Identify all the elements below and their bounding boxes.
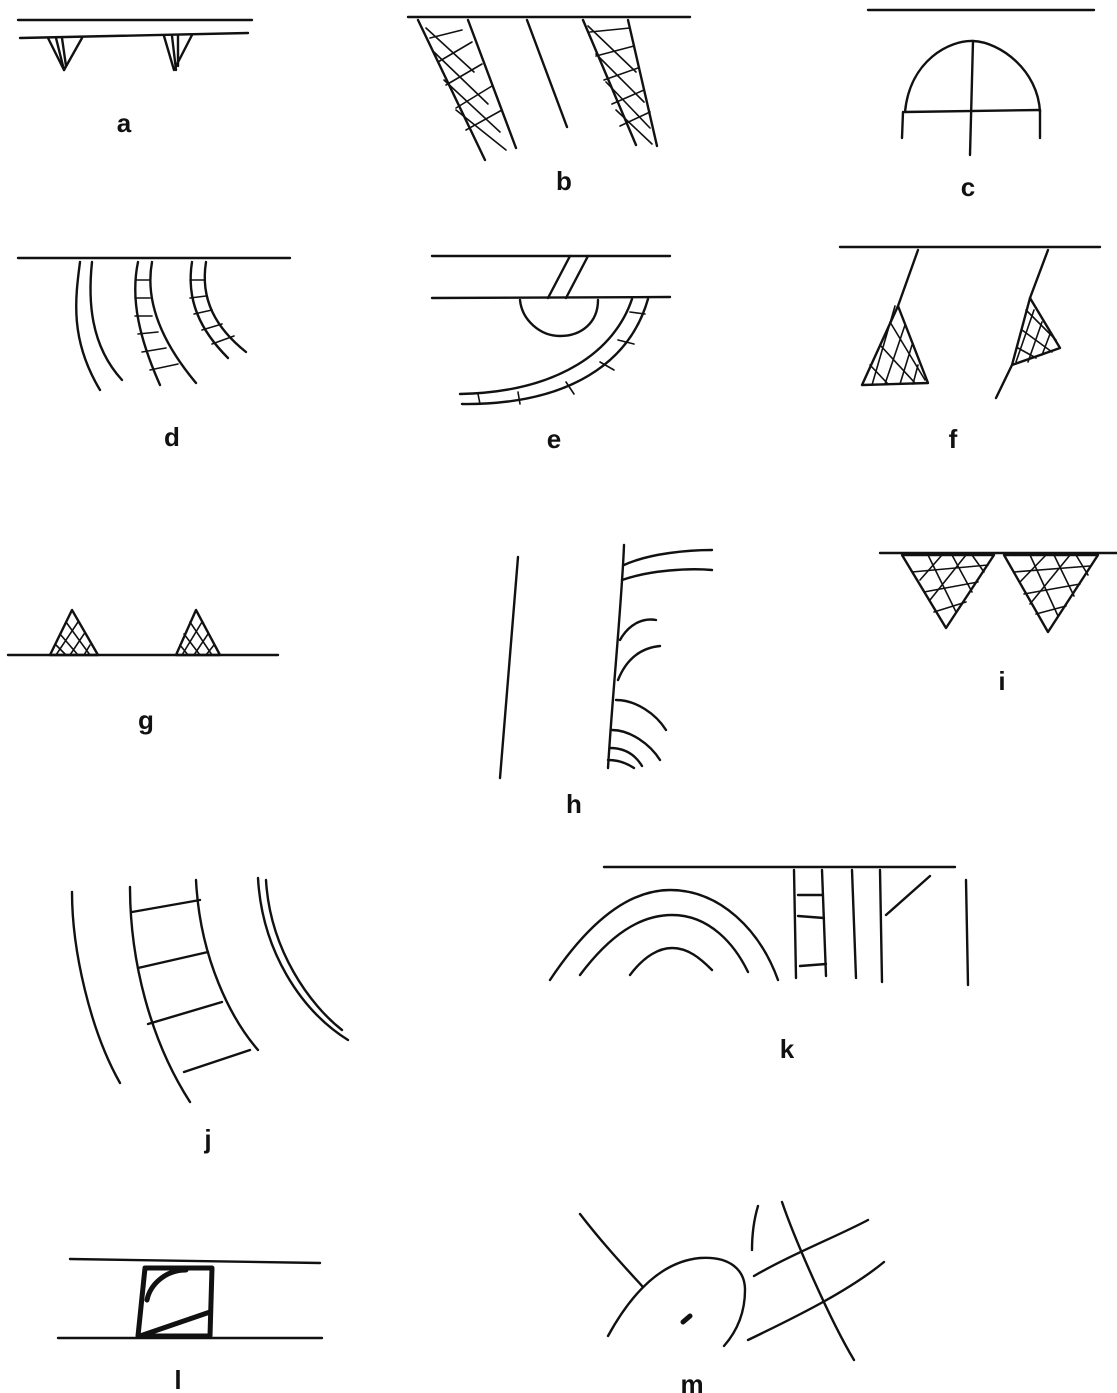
panel-c: c bbox=[868, 10, 1094, 202]
panel-e: e bbox=[432, 256, 670, 454]
panel-h-label: h bbox=[566, 789, 582, 819]
panel-a-drawing bbox=[18, 20, 252, 70]
panel-c-label: c bbox=[961, 172, 975, 202]
panel-b-drawing bbox=[408, 17, 690, 160]
panel-b: b bbox=[408, 17, 690, 196]
panel-g: g bbox=[8, 610, 278, 735]
panel-g-label: g bbox=[138, 705, 154, 735]
panel-f: f bbox=[840, 247, 1100, 454]
panel-e-drawing bbox=[432, 256, 670, 404]
panel-m-label: m bbox=[680, 1369, 703, 1393]
panel-k-drawing bbox=[550, 867, 968, 985]
panel-d: d bbox=[18, 258, 290, 452]
panel-d-drawing bbox=[18, 258, 290, 390]
panel-l: l bbox=[58, 1259, 322, 1393]
panel-l-label: l bbox=[174, 1365, 181, 1393]
panel-k: k bbox=[550, 867, 968, 1064]
panel-a-label: a bbox=[117, 108, 132, 138]
panel-j: j bbox=[72, 878, 348, 1154]
panel-f-label: f bbox=[949, 424, 958, 454]
panel-h: h bbox=[500, 545, 712, 819]
panel-j-drawing bbox=[72, 878, 348, 1102]
panel-i-label: i bbox=[998, 666, 1005, 696]
panel-d-label: d bbox=[164, 422, 180, 452]
panel-l-drawing bbox=[58, 1259, 322, 1338]
panel-e-label: e bbox=[547, 424, 561, 454]
panel-g-drawing bbox=[8, 610, 278, 655]
panel-h-drawing bbox=[500, 545, 712, 778]
panel-i: i bbox=[880, 553, 1117, 696]
panel-k-label: k bbox=[780, 1034, 795, 1064]
panel-m-drawing bbox=[580, 1202, 884, 1360]
panel-a: a bbox=[18, 20, 252, 138]
panel-f-drawing bbox=[840, 247, 1100, 398]
panel-i-drawing bbox=[880, 553, 1117, 632]
panel-j-label: j bbox=[203, 1124, 211, 1154]
panel-b-label: b bbox=[556, 166, 572, 196]
panel-m: m bbox=[580, 1202, 884, 1393]
panel-c-drawing bbox=[868, 10, 1094, 155]
